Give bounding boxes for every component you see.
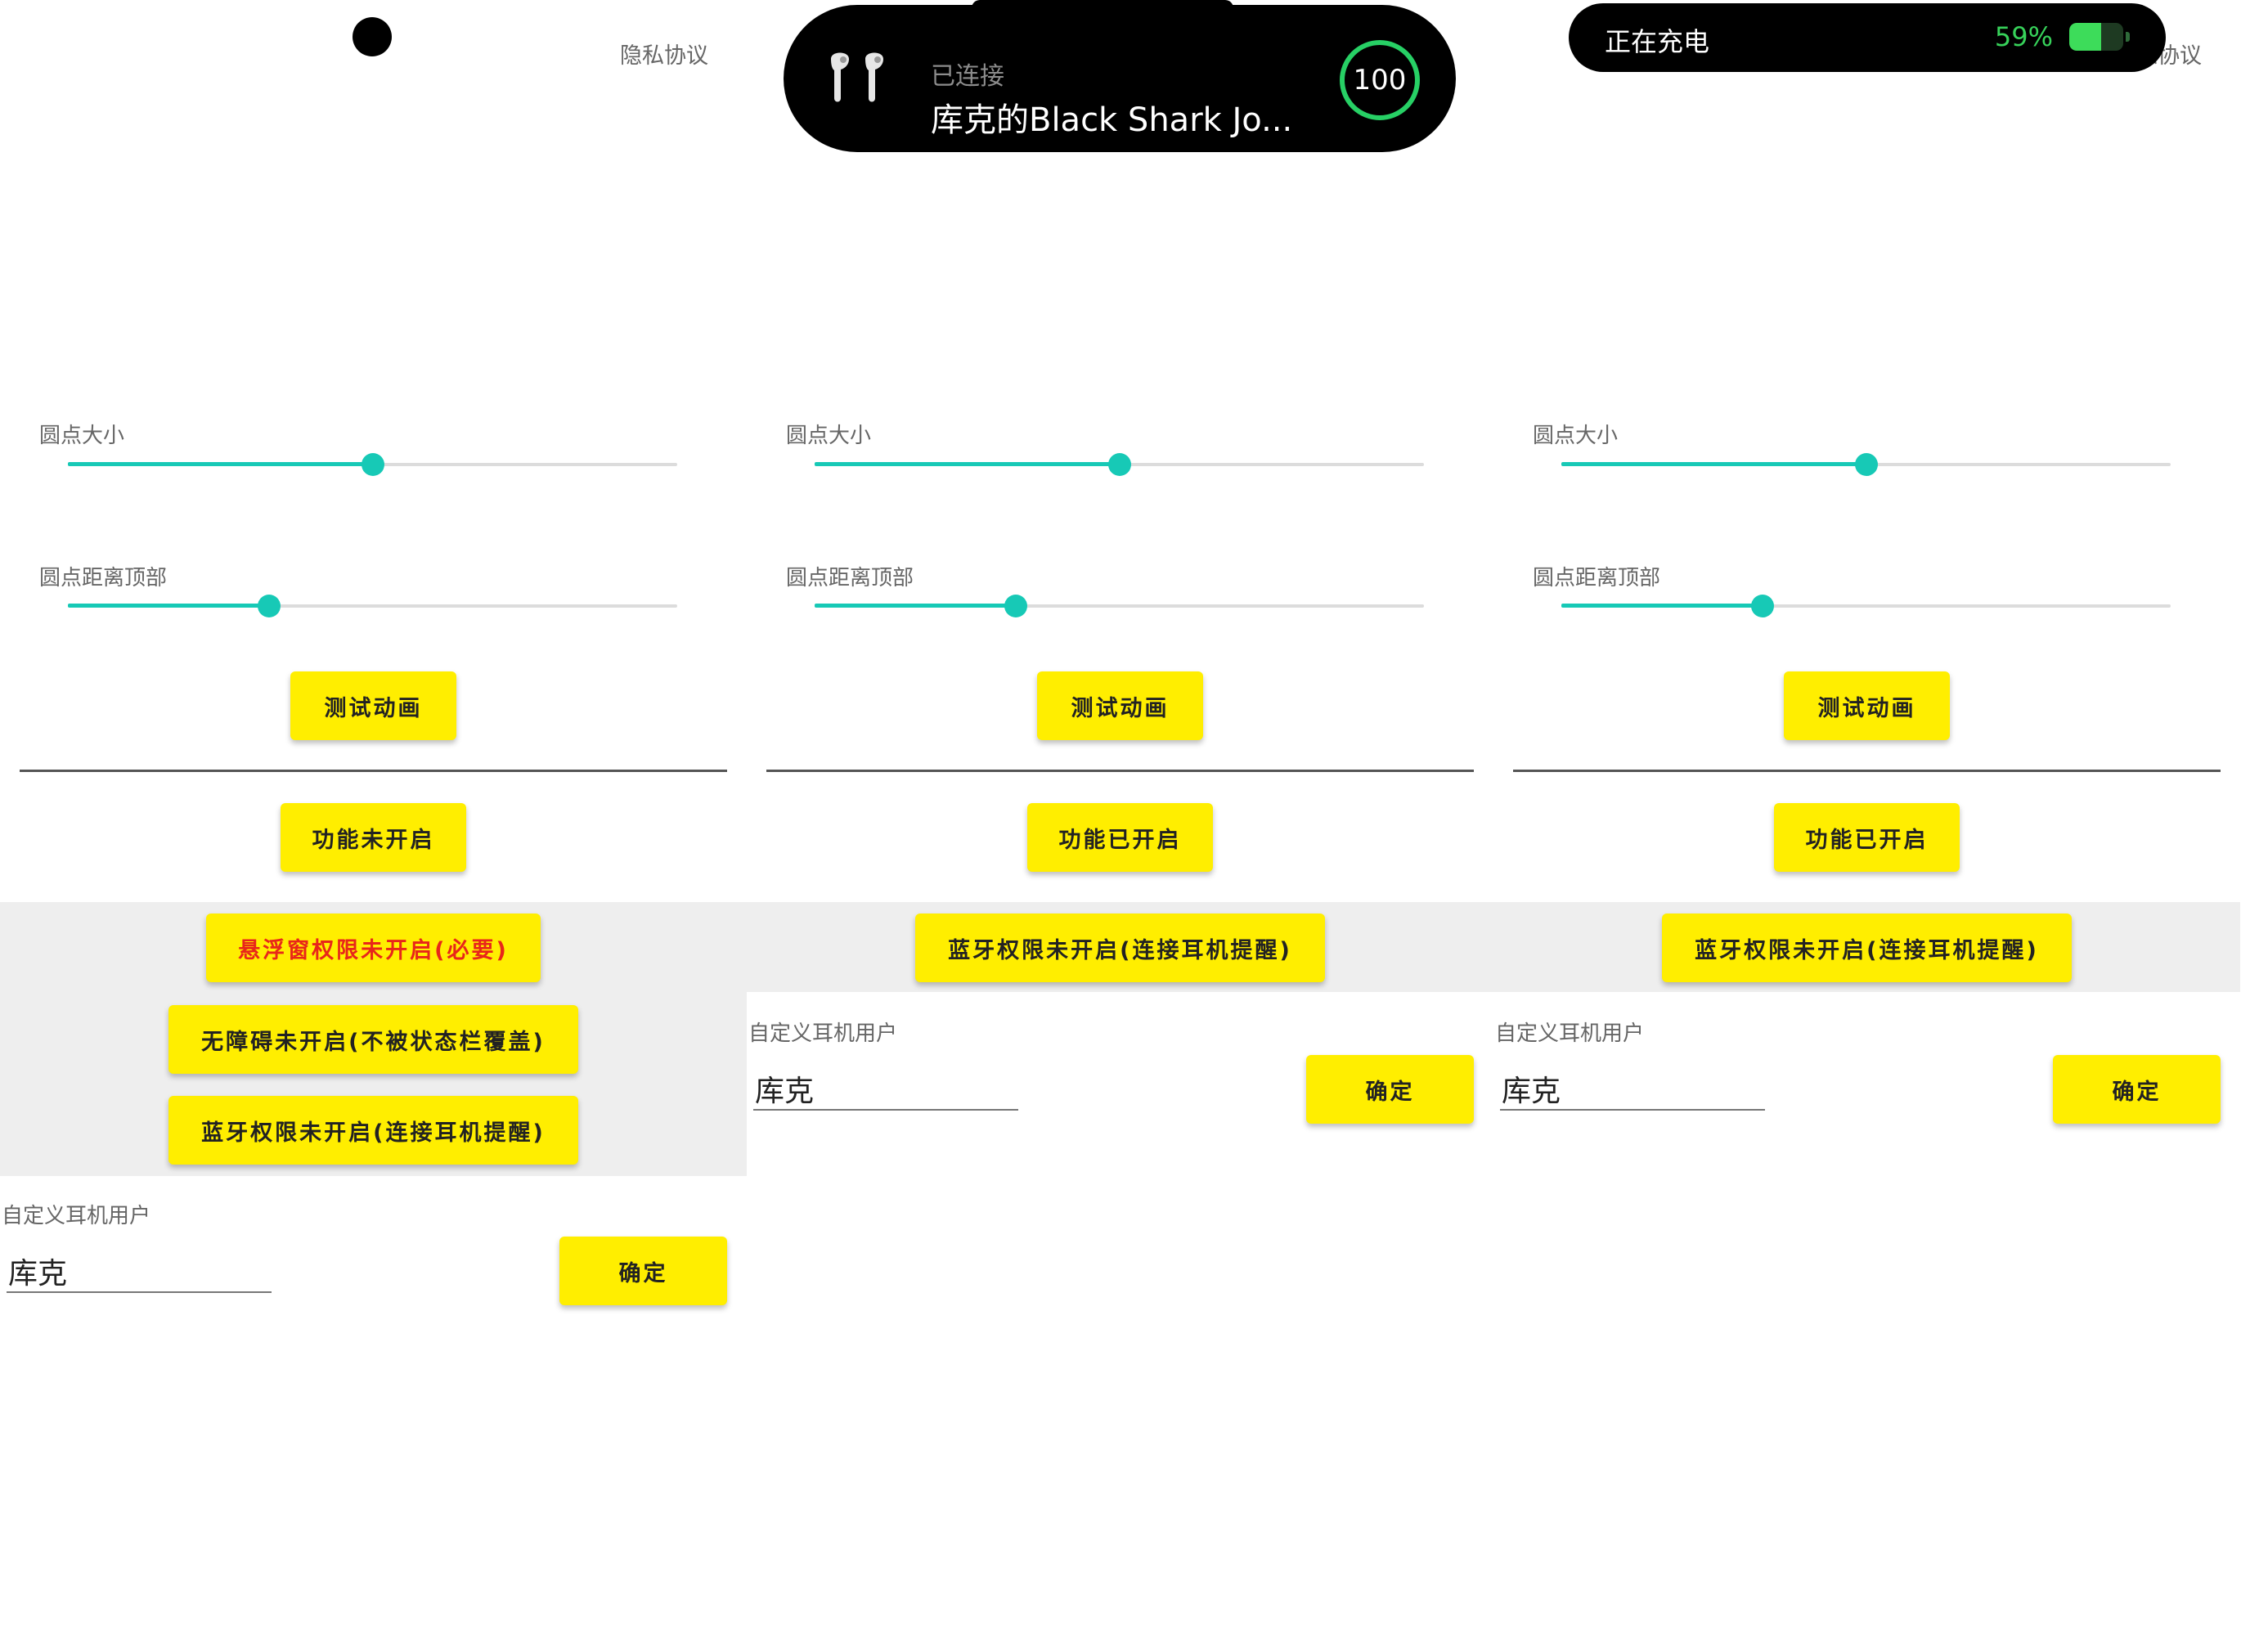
battery-icon [2069, 23, 2130, 51]
permission-section: 悬浮窗权限未开启(必要) 无障碍未开启(不被状态栏覆盖) 蓝牙权限未开启(连接耳… [0, 902, 747, 1176]
charging-percent: 59% [1994, 21, 2053, 52]
permission-section: 蓝牙权限未开启(连接耳机提醒) [1493, 902, 2240, 992]
custom-user-input[interactable]: 库克 [1502, 1075, 1561, 1108]
custom-user-label: 自定义耳机用户 [2, 1204, 151, 1228]
custom-user-label: 自定义耳机用户 [748, 1021, 898, 1046]
slider-thumb[interactable] [257, 595, 281, 617]
app-screen-2: 圆点大小 圆点距离顶部 测试动画 功能已开启 蓝牙权限未开启(连接耳机提醒) 自… [747, 0, 1493, 1652]
device-name: 库克的Black Shark Jo... [931, 101, 1293, 139]
dot-top-offset-label: 圆点距离顶部 [786, 566, 914, 590]
connection-status: 已连接 [931, 62, 1004, 91]
custom-user-label: 自定义耳机用户 [1495, 1021, 1645, 1046]
section-divider [766, 770, 1474, 772]
battery-value: 100 [1353, 64, 1407, 97]
app-screen-3: 隐私协议 圆点大小 圆点距离顶部 测试动画 功能已开启 蓝牙权限未开启(连接耳机… [1493, 0, 2240, 1652]
accessibility-permission-button[interactable]: 无障碍未开启(不被状态栏覆盖) [168, 1005, 578, 1074]
dot-size-slider[interactable] [815, 448, 1424, 481]
test-animation-button[interactable]: 测试动画 [1037, 671, 1203, 740]
dot-size-label: 圆点大小 [786, 424, 872, 448]
section-divider [1513, 770, 2221, 772]
slider-thumb[interactable] [1004, 595, 1027, 617]
feature-toggle-button[interactable]: 功能已开启 [1027, 803, 1213, 872]
confirm-button[interactable]: 确定 [1306, 1055, 1474, 1124]
custom-user-input[interactable]: 库克 [8, 1257, 68, 1291]
privacy-policy-link[interactable]: 隐私协议 [620, 43, 708, 69]
battery-ring: 100 [1340, 40, 1420, 120]
feature-toggle-button[interactable]: 功能已开启 [1774, 803, 1960, 872]
slider-thumb[interactable] [361, 453, 384, 476]
input-underline [7, 1291, 272, 1293]
dot-top-offset-label: 圆点距离顶部 [1533, 566, 1661, 590]
dot-top-offset-slider[interactable] [1561, 590, 2171, 622]
dot-top-offset-slider[interactable] [815, 590, 1424, 622]
bluetooth-permission-button[interactable]: 蓝牙权限未开启(连接耳机提醒) [915, 914, 1325, 982]
input-underline [753, 1109, 1018, 1111]
bluetooth-permission-button[interactable]: 蓝牙权限未开启(连接耳机提醒) [1662, 914, 2072, 982]
dot-size-label: 圆点大小 [1533, 424, 1619, 448]
slider-thumb[interactable] [1107, 453, 1131, 476]
input-underline [1500, 1109, 1765, 1111]
earbuds-icon [831, 52, 883, 102]
bluetooth-permission-button[interactable]: 蓝牙权限未开启(连接耳机提醒) [168, 1096, 578, 1165]
confirm-button[interactable]: 确定 [2053, 1055, 2221, 1124]
test-animation-button[interactable]: 测试动画 [290, 671, 456, 740]
custom-user-input[interactable]: 库克 [755, 1075, 815, 1108]
charging-popup[interactable]: 正在充电 59% [1569, 3, 2166, 72]
charging-status: 正在充电 [1605, 26, 1710, 57]
dot-size-slider[interactable] [1561, 448, 2171, 481]
dot-size-label: 圆点大小 [39, 424, 125, 448]
earbuds-connected-popup[interactable]: 已连接 库克的Black Shark Jo... 100 [784, 0, 1456, 152]
slider-thumb[interactable] [1854, 453, 1878, 476]
app-screen-1: 隐私协议 圆点大小 圆点距离顶部 测试动画 功能未开启 悬浮窗权限未开启(必要)… [0, 0, 747, 1652]
dot-top-offset-label: 圆点距离顶部 [39, 566, 168, 590]
slider-thumb[interactable] [1750, 595, 1774, 617]
section-divider [20, 770, 727, 772]
floating-dot-indicator [353, 17, 392, 56]
overlay-permission-button[interactable]: 悬浮窗权限未开启(必要) [206, 914, 541, 982]
permission-section: 蓝牙权限未开启(连接耳机提醒) [747, 902, 1493, 992]
test-animation-button[interactable]: 测试动画 [1784, 671, 1950, 740]
dot-top-offset-slider[interactable] [68, 590, 677, 622]
feature-toggle-button[interactable]: 功能未开启 [281, 803, 466, 872]
confirm-button[interactable]: 确定 [559, 1237, 727, 1305]
dot-size-slider[interactable] [68, 448, 677, 481]
